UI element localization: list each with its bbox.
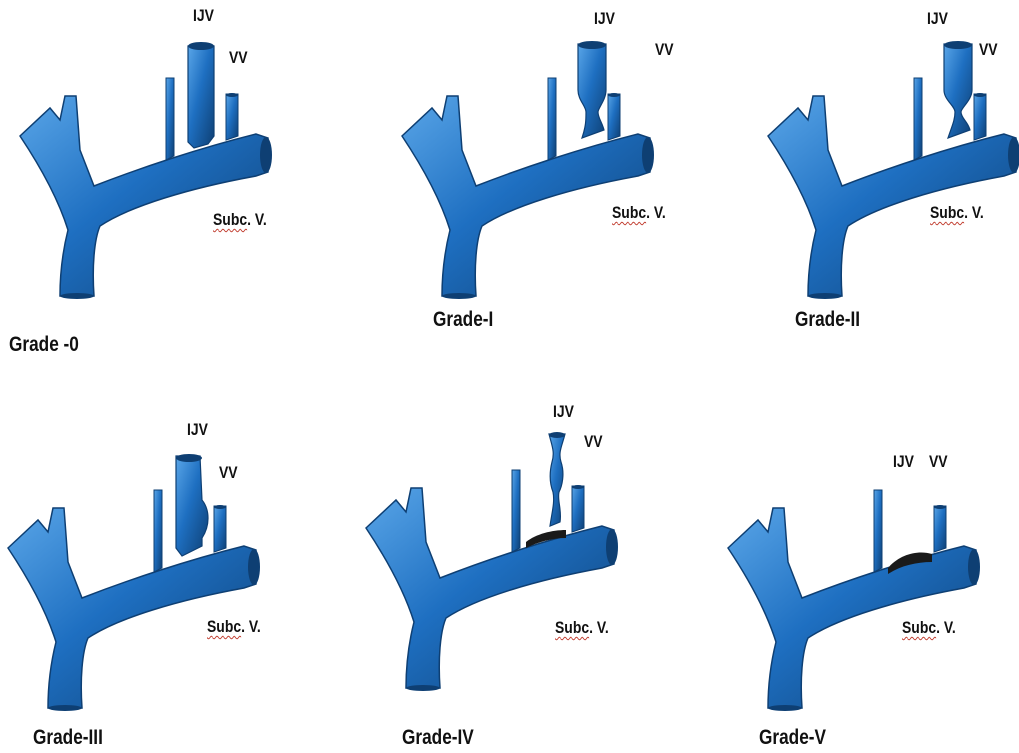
trunk-end [442,293,476,299]
branch-vein [166,78,174,160]
subclavian-label: Subc. V. [930,203,984,223]
vv-vein [608,94,620,140]
subclavian-suffix: . V. [936,618,956,637]
subclavian-label: Subc. V. [207,617,261,637]
ijv-top [944,41,972,49]
trunk-end [60,293,94,299]
vv-vein [214,506,226,552]
grade-label: Grade-IV [402,726,474,750]
subclavian-abbrev: Subc [555,618,589,637]
vv-label: VV [584,432,603,452]
ijv-label: IJV [553,402,574,422]
vv-top [572,485,584,489]
subclavian-suffix: . V. [964,203,984,222]
trunk-end [48,705,82,711]
vein-panel [8,454,260,711]
subclavian-end [642,137,654,173]
subclavian-suffix: . V. [589,618,609,637]
vv-label: VV [655,40,674,60]
trunk-end [808,293,842,299]
subclavian-label: Subc. V. [555,618,609,638]
ijv-label: IJV [927,9,948,29]
vv-top [214,505,226,509]
subclavian-end [248,549,260,585]
ijv-vein [188,46,214,148]
vein-panel [402,41,654,299]
trunk-end [768,705,802,711]
ijv-top [578,41,606,49]
vv-label: VV [929,452,948,472]
subclavian-end [260,137,272,173]
vein-panel [366,432,618,691]
trunk-end [406,685,440,691]
vv-vein [974,94,986,140]
vein-panel [768,41,1019,299]
grade-label: Grade-I [433,308,493,332]
ijv-top [188,42,214,50]
ijv-label: IJV [187,420,208,440]
ijv-vein [578,44,606,138]
subclavian-abbrev: Subc [612,203,646,222]
vv-vein [934,506,946,552]
grade-label: Grade-II [795,308,860,332]
grade-label: Grade -0 [9,333,79,357]
subclavian-suffix: . V. [247,210,267,229]
branch-vein [512,470,520,552]
vv-top [226,93,238,97]
branch-vein [154,490,162,572]
subclavian-end [968,549,980,585]
subclavian-abbrev: Subc [930,203,964,222]
ijv-top [176,454,202,462]
vv-label: VV [219,463,238,483]
subclavian-abbrev: Subc [207,617,241,636]
ijv-vein [176,456,208,556]
subclavian-abbrev: Subc [902,618,936,637]
vein-panel [20,42,272,299]
grade-label: Grade-III [33,726,103,750]
vein-panel [728,490,980,711]
subclavian-label: Subc. V. [902,618,956,638]
vv-vein [572,486,584,532]
subclavian-label: Subc. V. [213,210,267,230]
ijv-label: IJV [193,6,214,26]
ijv-top [549,432,565,438]
vv-top [608,93,620,97]
ijv-label: IJV [594,9,615,29]
grade-label: Grade-V [759,726,826,750]
branch-vein [548,78,556,160]
branch-vein [914,78,922,160]
subclavian-end [606,529,618,565]
ijv-vein [549,434,565,526]
subclavian-label: Subc. V. [612,203,666,223]
ijv-vein [944,44,972,138]
vv-top [974,93,986,97]
vv-top [934,505,946,509]
vv-label: VV [229,48,248,68]
subclavian-suffix: . V. [646,203,666,222]
vv-vein [226,94,238,140]
vv-label: VV [979,40,998,60]
ijv-label: IJV [893,452,914,472]
subclavian-suffix: . V. [241,617,261,636]
subclavian-abbrev: Subc [213,210,247,229]
branch-vein [874,490,882,572]
